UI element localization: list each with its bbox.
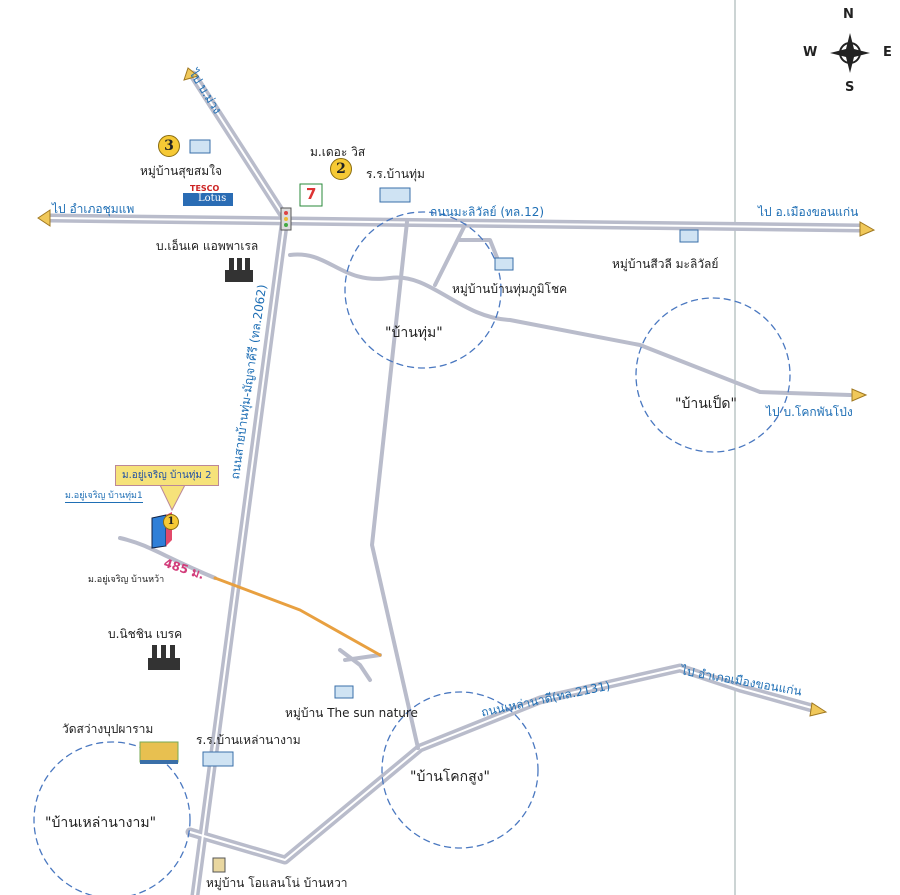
fuel-icon xyxy=(212,857,226,873)
label-orlando: หมู่บ้าน โอแลนโน่ บ้านหวา xyxy=(206,876,348,890)
label-ban-khok-sung: "บ้านโคกสูง" xyxy=(410,769,490,785)
marker-2[interactable]: 2 xyxy=(330,158,352,180)
seven-eleven-text: 7 xyxy=(306,185,317,203)
lotus-logo xyxy=(183,193,233,206)
house-icon xyxy=(189,139,699,767)
tesco-logo-text: TESCO xyxy=(190,184,220,193)
label-ban-ped: "บ้านเป็ด" xyxy=(675,396,737,412)
marker-1[interactable]: 1 xyxy=(163,514,179,530)
seven-eleven-icon xyxy=(299,183,323,207)
arrow-east xyxy=(859,221,876,237)
label-yucharoen-1: ม.อยู่เจริญ บ้านทุ่ม1 xyxy=(65,488,143,503)
callout-pointer xyxy=(159,484,186,512)
road-ban-thum-ns xyxy=(370,220,420,750)
circle-ban-lao-nangam xyxy=(33,741,191,895)
label-ban-thum: "บ้านทุ่ม" xyxy=(385,325,443,341)
label-nichirin: บ.นิชชิน เบรค xyxy=(108,627,183,641)
label-thum-phumichok: หมู่บ้านบ้านทุ่มภูมิโชค xyxy=(452,282,568,296)
label-ban-lao-nangam: "บ้านเหล่านางาม" xyxy=(45,815,157,831)
arrow-2131 xyxy=(809,702,828,717)
road-2131 xyxy=(185,663,817,865)
arrow-west xyxy=(37,209,51,227)
label-school-ban-thum: ร.ร.บ้านทุ่ม xyxy=(366,167,425,181)
compass-n: N xyxy=(843,7,854,22)
temple-icon xyxy=(139,741,179,764)
circle-ban-ped xyxy=(635,297,791,453)
callout-yucharoen-2: ม.อยู่เจริญ บ้านทุ่ม 2 xyxy=(115,465,219,486)
label-school-lao: ร.ร.บ้านเหล่านางาม xyxy=(196,733,301,747)
arrow-ban-ped xyxy=(851,388,868,402)
compass-s: S xyxy=(845,80,855,95)
label-nk-apparel: บ.เอ็นเค แอพพาเรล xyxy=(156,239,259,253)
label-to-khok-phan-pong: ไป บ.โคกพันโป่ง xyxy=(766,405,853,419)
factory-icon xyxy=(148,258,253,670)
lotus-logo-text: Lotus xyxy=(198,193,227,204)
label-to-chumphae: ไป อำเภอชุมแพ xyxy=(52,202,135,216)
arrow-north xyxy=(183,67,200,81)
circle-ban-khok-sung xyxy=(381,691,539,849)
label-to-mueang-top: ไป อ.เมืองขอนแก่น xyxy=(758,205,859,219)
label-the-wis: ม.เดอะ วิส xyxy=(310,145,366,159)
label-yucharoen-wa: ม.อยู่เจริญ บ้านหว้า xyxy=(88,575,165,585)
label-siwali: หมู่บ้านสีวลี มะลิวัลย์ xyxy=(612,257,719,271)
compass-rose-icon xyxy=(830,33,870,73)
circle-ban-thum xyxy=(344,211,502,369)
road-ban-ped xyxy=(288,252,852,397)
compass-w: W xyxy=(803,45,818,60)
label-malivan-road: ถนนมะลิวัลย์ (ทล.12) xyxy=(430,205,545,219)
compass-e: E xyxy=(883,45,892,60)
marker-3[interactable]: 3 xyxy=(158,135,180,157)
label-sukhsomjai: หมู่บ้านสุขสมใจ xyxy=(140,164,223,178)
label-sun-nature: หมู่บ้าน The sun nature xyxy=(285,706,418,720)
route-line xyxy=(213,576,382,657)
label-wat: วัดสว่างบุปผาราม xyxy=(62,722,154,736)
